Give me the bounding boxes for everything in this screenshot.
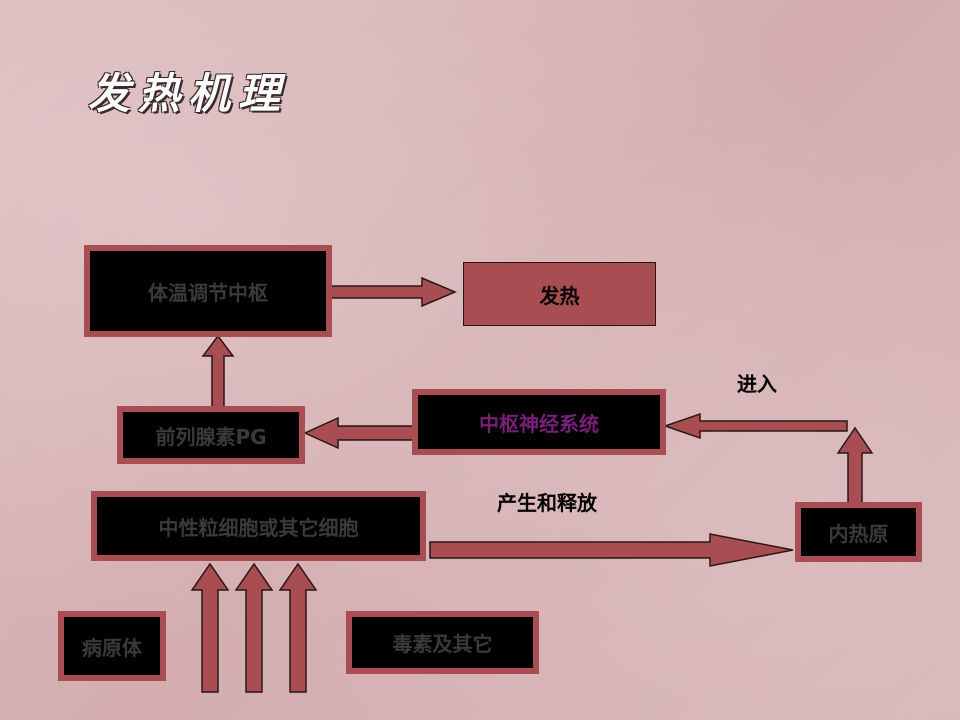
arrow-up-2 [234,562,274,693]
node-prostaglandin: 前列腺素PG [117,406,305,464]
node-fever: 发热 [463,262,656,326]
label-produce-release: 产生和释放 [497,491,597,515]
node-cns-label: 中枢神经系统 [479,411,599,436]
arrow-thermo-to-fever [327,276,457,308]
node-neutrophil-label: 中性粒细胞或其它细胞 [158,515,359,540]
node-pathogen-label: 病原体 [82,635,142,660]
node-toxin-label: 毒素及其它 [392,632,493,656]
node-prostaglandin-label: 前列腺素PG [155,424,267,449]
arrow-pg-to-thermo [201,334,235,408]
arrow-cns-to-pg [303,416,415,450]
arrow-pyrogen-to-cns [662,412,848,440]
arrow-neutrophil-to-pyrogen [429,533,794,567]
arrow-up-1 [190,562,230,693]
node-fever-label: 发热 [539,283,580,308]
arrow-pyrogen-up [836,426,874,504]
node-neutrophil: 中性粒细胞或其它细胞 [91,491,426,561]
node-endogenous-pyrogen-label: 内热原 [828,521,889,546]
node-cns: 中枢神经系统 [412,389,666,455]
slide-title: 发热机理 [88,69,289,118]
node-pathogen: 病原体 [58,611,166,681]
node-thermo-center: 体温调节中枢 [84,245,332,337]
node-toxin: 毒素及其它 [346,611,539,674]
node-endogenous-pyrogen: 内热原 [795,502,922,562]
arrow-up-3 [278,562,318,693]
label-enter: 进入 [737,372,777,396]
node-thermo-center-label: 体温调节中枢 [148,280,268,305]
